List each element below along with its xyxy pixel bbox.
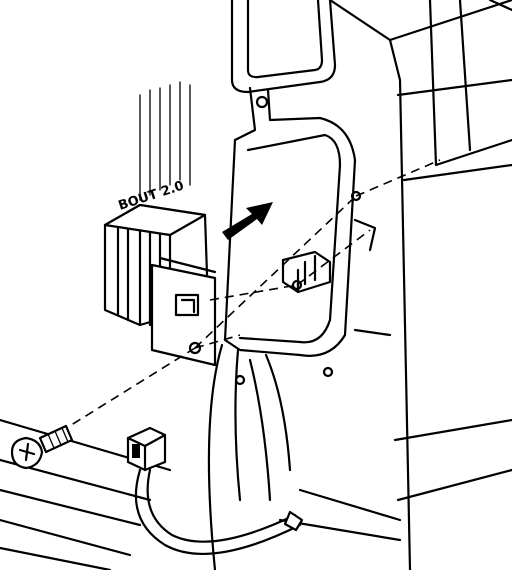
vehicle-body-panel (230, 0, 512, 570)
resistor-module: BOUT 2.0 (103, 81, 217, 367)
alignment-lines (59, 159, 441, 433)
screw-icon (10, 424, 74, 470)
bracket-connector (281, 250, 332, 294)
harness-wire-inner (146, 468, 297, 543)
wire-end (283, 510, 304, 532)
mounting-bracket (223, 86, 392, 378)
wire-channel (207, 343, 292, 570)
harness-connector (126, 426, 167, 472)
arrow-icon (222, 202, 273, 240)
harness-wire (134, 468, 302, 555)
